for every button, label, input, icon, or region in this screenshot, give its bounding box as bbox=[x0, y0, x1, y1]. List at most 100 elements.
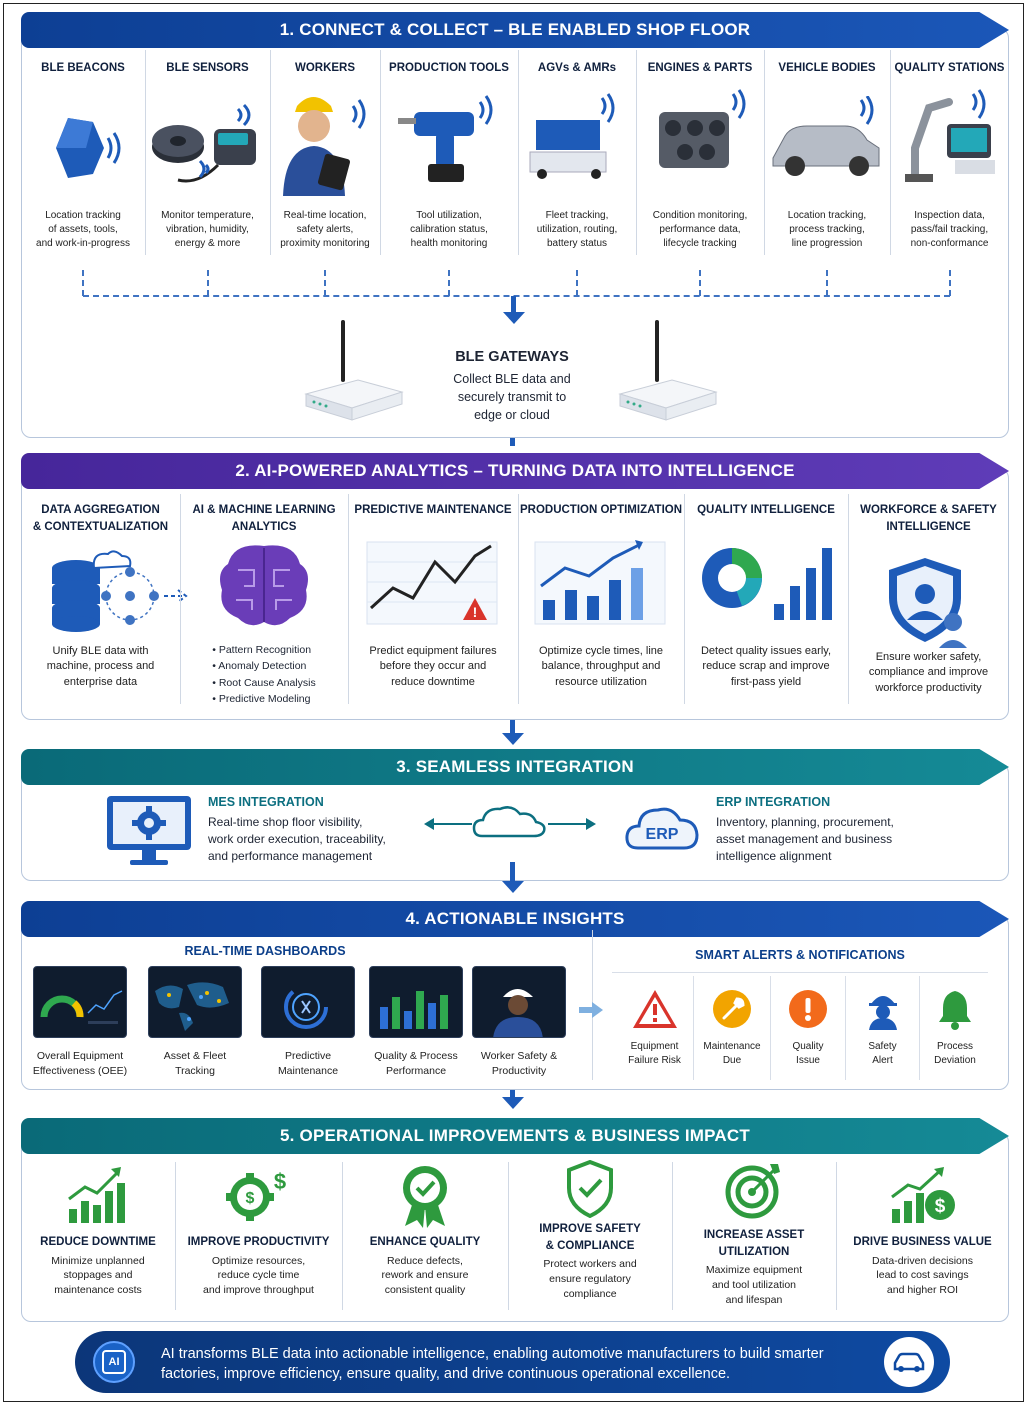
gateway-desc-line: edge or cloud bbox=[474, 408, 550, 423]
gear-dollar-icon: $$ bbox=[224, 1165, 294, 1230]
column-divider bbox=[684, 494, 685, 704]
alert-label-line: Failure Risk bbox=[628, 1055, 681, 1066]
svg-text:$: $ bbox=[273, 1169, 285, 1194]
device-desc: Inspection data,pass/fail tracking,non-c… bbox=[890, 209, 1009, 251]
device-desc-line: safety alerts, bbox=[296, 224, 354, 235]
database-cloud-icon bbox=[44, 548, 194, 643]
dashboards-title-text: REAL-TIME DASHBOARDS bbox=[184, 944, 346, 958]
impact-title-line: REDUCE DOWNTIME bbox=[40, 1236, 156, 1248]
column-divider bbox=[518, 494, 519, 704]
gateway-arrow-stem bbox=[511, 296, 516, 314]
column-divider bbox=[672, 1162, 673, 1310]
donut-chart-icon bbox=[696, 538, 836, 633]
device-title: WORKERS bbox=[294, 62, 356, 74]
device-desc-line: vibration, humidity, bbox=[166, 224, 249, 235]
gateway-arrow bbox=[503, 312, 525, 324]
device-column: BLE BEACONS bbox=[21, 60, 145, 77]
connector-bus bbox=[83, 295, 950, 297]
device-desc-line: calibration status, bbox=[410, 224, 488, 235]
analytics-title-line: PRODUCTION OPTIMIZATION bbox=[519, 504, 683, 516]
analytics-desc-line: first-pass yield bbox=[730, 675, 802, 688]
analytics-title: PRODUCTION OPTIMIZATION bbox=[518, 502, 684, 519]
analytics-desc-line: balance, throughput and bbox=[541, 660, 661, 673]
dollar-growth-icon: $ bbox=[888, 1165, 958, 1230]
dashboard-label-line: Quality & Process bbox=[374, 1050, 458, 1062]
alerts-rule bbox=[612, 972, 988, 973]
gateway-desc: Collect BLE data and securely transmit t… bbox=[412, 370, 612, 424]
device-desc-line: line progression bbox=[791, 238, 863, 249]
gateway-block: BLE GATEWAYS Collect BLE data and secure… bbox=[412, 349, 612, 424]
analytics-desc-line: resource utilization bbox=[555, 675, 647, 688]
device-column: PRODUCTION TOOLS bbox=[380, 60, 518, 77]
asset-fleet-dashboard[interactable] bbox=[148, 966, 242, 1038]
impact-desc-line: and tool utilization bbox=[711, 1279, 797, 1292]
device-desc-line: and work-in-progress bbox=[36, 238, 130, 249]
dashboards-title: REAL-TIME DASHBOARDS bbox=[150, 944, 380, 958]
quality-station-icon bbox=[895, 88, 1005, 193]
analytics-title: DATA AGGREGATION& CONTEXTUALIZATION bbox=[21, 502, 180, 535]
alert-label-line: Alert bbox=[872, 1055, 893, 1066]
quality-process-dashboard[interactable] bbox=[369, 966, 463, 1038]
device-desc: Location tracking,process tracking,line … bbox=[764, 209, 890, 251]
device-title: ENGINES & PARTS bbox=[647, 62, 753, 74]
device-desc-line: performance data, bbox=[659, 224, 741, 235]
impact-desc-line: Protect workers and bbox=[543, 1258, 637, 1271]
device-title: PRODUCTION TOOLS bbox=[389, 62, 509, 74]
erp-badge: ERP bbox=[645, 826, 679, 843]
erp-title: ERP INTEGRATION bbox=[716, 795, 831, 809]
column-divider bbox=[848, 494, 849, 704]
mes-desc-line: work order execution, traceability, bbox=[208, 831, 386, 846]
worker-safety-dashboard[interactable] bbox=[472, 966, 566, 1038]
device-desc-line: Fleet tracking, bbox=[545, 210, 609, 221]
alerts-title-text: SMART ALERTS & NOTIFICATIONS bbox=[695, 948, 905, 962]
alert-label-line: Equipment bbox=[630, 1041, 679, 1052]
device-desc-line: process tracking, bbox=[789, 224, 865, 235]
analytics-desc: Detect quality issues early,reduce scrap… bbox=[684, 644, 848, 690]
device-desc: Monitor temperature,vibration, humidity,… bbox=[145, 209, 270, 251]
impact-desc-line: Minimize unplanned bbox=[51, 1254, 145, 1267]
device-desc-line: lifecycle tracking bbox=[663, 238, 737, 249]
analytics-desc-line: reduce scrap and improve bbox=[702, 660, 830, 673]
predictive-maintenance-dashboard[interactable] bbox=[261, 966, 355, 1038]
footer-text-line-1: AI transforms BLE data into actionable i… bbox=[161, 1346, 824, 1362]
device-desc-line: Condition monitoring, bbox=[652, 210, 748, 221]
connector-line bbox=[448, 270, 450, 296]
analytics-desc-line: enterprise data bbox=[63, 675, 138, 688]
analytics-desc-line: Predict equipment failures bbox=[369, 645, 497, 657]
bell-icon bbox=[920, 984, 990, 1034]
impact-desc-line: and improve throughput bbox=[203, 1284, 314, 1297]
award-ribbon-icon bbox=[397, 1162, 453, 1233]
dashboard-label-line: Asset & Fleet bbox=[163, 1050, 227, 1062]
analytics-bullet: Root Cause Analysis bbox=[212, 675, 316, 691]
exclamation-icon bbox=[771, 984, 845, 1034]
section-2-banner: 2. AI-POWERED ANALYTICS – TURNING DATA I… bbox=[21, 453, 1009, 489]
device-desc-line: pass/fail tracking, bbox=[910, 224, 989, 235]
wrench-icon bbox=[694, 984, 770, 1034]
oee-dashboard[interactable] bbox=[33, 966, 127, 1038]
dashboard-label-line: Overall Equipment bbox=[36, 1050, 124, 1062]
impact-title-line: IMPROVE PRODUCTIVITY bbox=[187, 1236, 330, 1248]
analytics-title-line: AI & MACHINE LEARNING bbox=[192, 504, 336, 516]
arrow-right-icon bbox=[577, 1000, 605, 1025]
impact-desc-line: Reduce defects, bbox=[387, 1254, 463, 1267]
impact-desc-line: reduce cycle time bbox=[217, 1269, 300, 1282]
column-divider bbox=[764, 50, 765, 255]
mes-block: MES INTEGRATION Real-time shop floor vis… bbox=[208, 795, 418, 864]
alert-label-line: Due bbox=[722, 1055, 742, 1066]
section-3-banner: 3. SEAMLESS INTEGRATION bbox=[21, 749, 1009, 785]
mes-desc-line: Real-time shop floor visibility, bbox=[208, 815, 363, 829]
alert-label-line: Safety bbox=[868, 1041, 897, 1052]
gateway-left-icon bbox=[298, 318, 408, 433]
analytics-title-line: QUALITY INTELLIGENCE bbox=[697, 504, 835, 516]
monitor-gear-icon bbox=[104, 794, 194, 873]
flow-arrow-3 bbox=[502, 881, 524, 893]
